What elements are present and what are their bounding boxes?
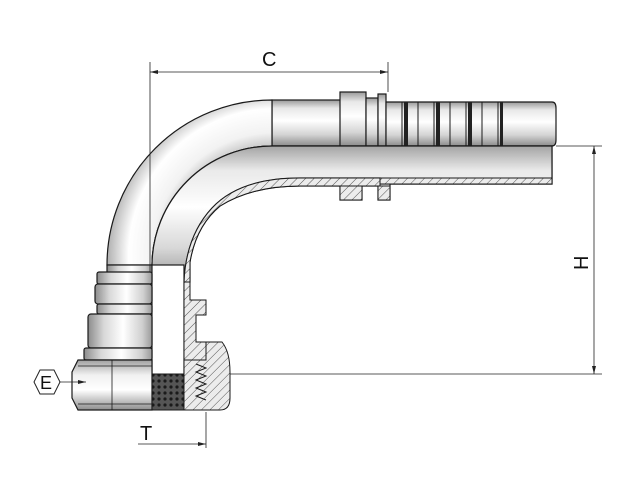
dimension-e-label: E <box>40 373 52 393</box>
dimension-h-label: H <box>571 256 593 270</box>
dimension-t-label: T <box>140 423 152 445</box>
dimension-c: C <box>149 49 389 272</box>
vertical-tube <box>83 264 207 376</box>
dimension-c-label: C <box>262 49 276 71</box>
swivel-nut <box>71 341 231 411</box>
dimension-t: T <box>138 412 207 448</box>
barb-grooves <box>401 102 499 146</box>
horizontal-tube <box>271 91 557 147</box>
dimension-h: H <box>230 145 602 375</box>
section-lower-wall <box>151 145 553 283</box>
dimension-e: E <box>33 369 86 395</box>
